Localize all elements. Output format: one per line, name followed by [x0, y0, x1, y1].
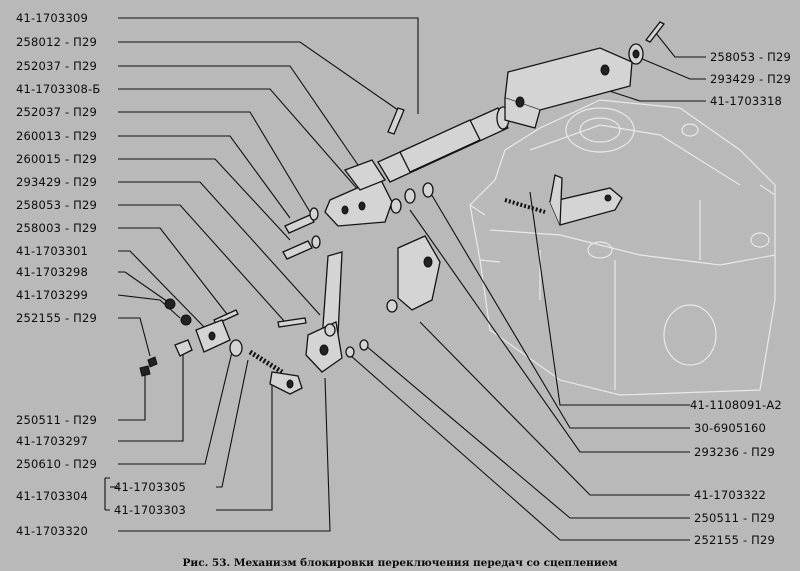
label-left-1: 41-1703309 — [16, 11, 88, 25]
label-left-21: 41-1703320 — [16, 524, 88, 538]
label-right-7: 41-1703322 — [694, 488, 766, 502]
label-right-1: 258053 - П29 — [710, 50, 791, 64]
cotter-pin-258053 — [645, 21, 665, 43]
label-left-20: 41-1703303 — [114, 503, 186, 517]
label-left-3: 252037 - П29 — [16, 59, 97, 73]
label-right-6: 293236 - П29 — [694, 445, 775, 459]
figure-caption: Рис. 53. Механизм блокировки переключени… — [183, 557, 618, 569]
washer-c — [422, 182, 434, 198]
label-left-4: 41-1703308-Б — [16, 82, 100, 96]
label-left-11: 41-1703301 — [16, 244, 88, 258]
leader-lines — [104, 17, 706, 541]
rod-end-41-1703303 — [269, 371, 303, 395]
gearbox-housing-outline — [469, 99, 776, 396]
label-right-5: 30-6905160 — [694, 421, 766, 435]
pin-250511-left — [139, 365, 151, 377]
label-left-5: 252037 - П29 — [16, 105, 97, 119]
label-right-8: 250511 - П29 — [694, 511, 775, 525]
labels-right: 258053 - П29 293429 - П29 41-1703318 41-… — [690, 50, 791, 547]
label-left-6: 260013 - П29 — [16, 129, 97, 143]
bolt-41-1703297 — [174, 339, 193, 357]
label-left-19: 41-1703305 — [114, 480, 186, 494]
label-left-17: 250610 - П29 — [16, 457, 97, 471]
label-left-16: 41-1703297 — [16, 434, 88, 448]
spring-30-6905160 — [504, 198, 546, 214]
lever-41-1703320 — [305, 251, 343, 373]
label-right-3: 41-1703318 — [710, 94, 782, 108]
label-left-2: 258012 - П29 — [16, 35, 97, 49]
bracket-41-1108091 — [549, 174, 623, 226]
label-right-9: 252155 - П29 — [694, 533, 775, 547]
pin-252155-left — [147, 356, 158, 368]
cotter-pin-258003 — [277, 317, 307, 328]
shaft-41-1703308-b — [377, 106, 510, 183]
label-right-2: 293429 - П29 — [710, 72, 791, 86]
label-left-18: 41-1703304 — [16, 489, 88, 503]
bolt-260013 — [284, 214, 315, 234]
nut-250610 — [229, 339, 243, 357]
label-left-15: 250511 - П29 — [16, 413, 97, 427]
label-left-9: 258053 - П29 — [16, 198, 97, 212]
nut-41-1703299 — [180, 314, 192, 326]
label-left-13: 41-1703299 — [16, 288, 88, 302]
washer-a — [390, 198, 402, 214]
label-right-4: 41-1108091-А2 — [690, 398, 782, 412]
spring-41-1703305 — [248, 349, 284, 375]
label-left-12: 41-1703298 — [16, 265, 88, 279]
label-left-14: 252155 - П29 — [16, 311, 97, 325]
parts — [139, 21, 665, 395]
label-left-10: 258003 - П29 — [16, 221, 97, 235]
cotter-pin — [387, 107, 405, 135]
crank-41-1703322 — [386, 235, 441, 313]
bolt-260015 — [282, 240, 313, 260]
bracket-41-1703318 — [504, 47, 633, 129]
pin-252155 — [359, 339, 369, 351]
nut-41-1703298 — [164, 298, 176, 310]
labels-left: 41-1703309 258012 - П29 252037 - П29 41-… — [16, 11, 186, 538]
label-left-8: 293429 - П29 — [16, 175, 97, 189]
washer-250511 — [345, 346, 355, 358]
fork-41-1703301 — [195, 319, 231, 353]
label-left-7: 260015 - П29 — [16, 152, 97, 166]
lever-41-1703309 — [324, 159, 393, 227]
washer-b — [404, 188, 416, 204]
